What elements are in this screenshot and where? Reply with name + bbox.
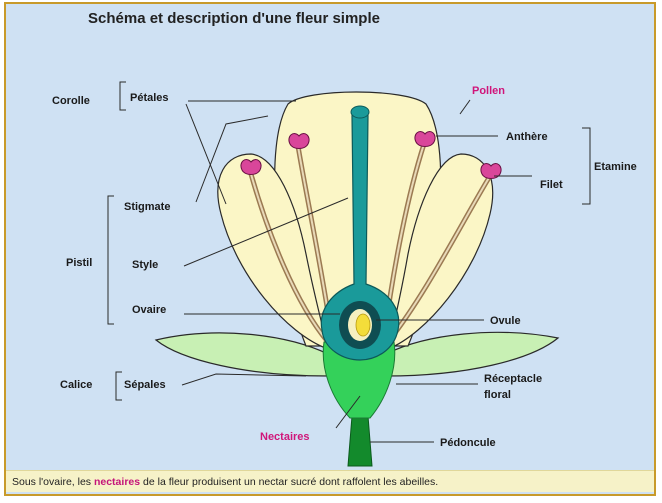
label-pedoncule: Pédoncule xyxy=(440,437,496,449)
caption: Sous l'ovaire, les nectaires de la fleur… xyxy=(6,470,654,492)
label-receptacle-2: floral xyxy=(484,389,511,401)
label-pollen: Pollen xyxy=(472,85,505,97)
label-anthere: Anthère xyxy=(506,131,548,143)
diagram-frame: Schéma et description d'une fleur simple xyxy=(4,2,656,496)
label-pistil: Pistil xyxy=(66,257,92,269)
right-sepal xyxy=(386,332,558,376)
label-corolle: Corolle xyxy=(52,95,90,107)
label-stigmate: Stigmate xyxy=(124,201,170,213)
anther-2-icon xyxy=(289,134,309,149)
left-sepal xyxy=(156,333,328,376)
label-petales: Pétales xyxy=(130,92,169,104)
label-etamine: Etamine xyxy=(594,161,637,173)
label-style: Style xyxy=(132,259,158,271)
anther-3-icon xyxy=(415,132,435,147)
ovule xyxy=(356,314,370,336)
label-filet: Filet xyxy=(540,179,563,191)
label-receptacle-1: Réceptacle xyxy=(484,373,542,385)
caption-after: de la fleur produisent un nectar sucré d… xyxy=(140,476,438,488)
label-ovaire: Ovaire xyxy=(132,304,166,316)
label-ovule: Ovule xyxy=(490,315,521,327)
label-nectaires: Nectaires xyxy=(260,431,310,443)
anther-1-icon xyxy=(241,160,261,175)
caption-before: Sous l'ovaire, les xyxy=(12,476,94,488)
label-calice: Calice xyxy=(60,379,92,391)
caption-highlight: nectaires xyxy=(94,476,140,488)
stigma xyxy=(351,106,369,118)
stem xyxy=(348,416,372,466)
label-sepales: Sépales xyxy=(124,379,166,391)
flower-diagram: Corolle Pétales Pollen Anthère Etamine F… xyxy=(6,4,656,496)
